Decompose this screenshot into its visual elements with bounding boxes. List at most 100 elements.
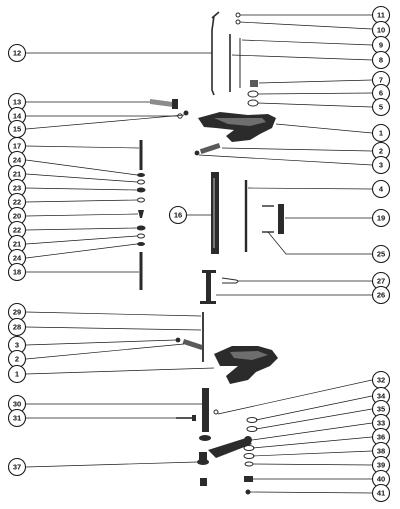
callout-4: 4 [371,179,391,199]
stack-22-top [137,197,145,203]
callout-8: 8 [371,50,391,70]
svg-text:33: 33 [377,419,385,428]
spool-bottom-flange [200,301,216,304]
callout-15: 15 [7,119,27,139]
callout-16: 16 [168,205,188,225]
svg-text:1: 1 [379,129,383,138]
svg-text:15: 15 [13,125,21,134]
svg-text:40: 40 [377,475,385,484]
callout-13: 13 [7,92,27,112]
svg-text:21: 21 [13,170,21,179]
cotter-pin-27 [221,277,239,284]
washer-39 [244,461,254,467]
svg-text:1: 1 [15,370,19,379]
stack-21-top [137,179,145,185]
svg-text:13: 13 [13,98,21,107]
long-hook-rod [211,11,220,96]
svg-text:16: 16 [174,211,182,220]
svg-text:20: 20 [13,212,21,221]
svg-text:30: 30 [13,400,21,409]
svg-text:21: 21 [13,240,21,249]
callout-24-lower: 24 [7,248,27,268]
svg-text:29: 29 [13,308,21,317]
svg-text:22: 22 [13,226,21,235]
bushing-37-body [199,452,207,464]
callout-28: 28 [7,317,27,337]
svg-text:27: 27 [377,277,385,286]
svg-text:4: 4 [379,185,384,194]
stack-23 [136,187,146,193]
svg-text:36: 36 [377,433,385,442]
washer-14 [177,113,183,119]
svg-text:2: 2 [379,147,383,156]
shaft-30 [202,388,209,432]
spring-19 [278,204,284,234]
callout-7: 7 [371,70,391,90]
main-shaft-16-highlight [213,178,215,248]
svg-text:24: 24 [13,156,22,165]
callout-5: 5 [371,97,391,117]
svg-text:18: 18 [13,268,21,277]
arm-33-eye [244,436,252,444]
pin-3-lower [175,337,181,343]
part-32 [213,409,219,415]
svg-text:28: 28 [13,323,21,332]
stack-21-low [137,233,145,239]
callout-21-lower: 21 [7,234,27,254]
svg-text:2: 2 [15,355,19,364]
stack-24-top [137,173,145,177]
svg-text:17: 17 [13,142,21,151]
bracket-1-lower-highlight [230,351,268,360]
washer-35 [246,426,258,432]
svg-text:10: 10 [377,26,385,35]
svg-text:9: 9 [379,41,383,50]
svg-text:23: 23 [13,184,21,193]
callout-40: 40 [371,469,391,489]
svg-text:5: 5 [379,103,383,112]
bushing-top [199,435,211,441]
lower-bolt [200,478,207,486]
svg-text:7: 7 [379,76,383,85]
stack-22-low [136,225,146,231]
callout-11: 11 [371,5,391,25]
callout-25: 25 [371,244,391,264]
bolt-13-head [172,99,178,109]
svg-text:22: 22 [13,198,21,207]
callout-1-upper: 1 [371,123,391,143]
callout-33: 33 [371,413,391,433]
bracket-1-upper-highlight [214,118,266,126]
callout-17: 17 [7,136,27,156]
svg-text:41: 41 [377,489,385,498]
svg-text:26: 26 [377,291,385,300]
arm-33 [208,438,252,458]
svg-text:39: 39 [377,461,385,470]
callout-18: 18 [7,262,27,282]
stack-24-low [137,242,145,246]
washer-6 [247,90,259,98]
svg-text:25: 25 [377,250,385,259]
svg-text:34: 34 [377,392,386,401]
callout-26: 26 [371,285,391,305]
nut-40 [244,476,253,482]
spool-core [206,273,211,301]
callout-32: 32 [371,370,391,390]
callout-35: 35 [371,399,391,419]
nut-7 [250,80,258,87]
pin-2-upper [199,143,221,154]
washer-5 [247,99,259,107]
pin-2-lower [182,339,204,350]
callout-41: 41 [371,483,391,503]
svg-text:8: 8 [379,56,383,65]
callout-31: 31 [7,408,27,428]
bracket-1-upper [198,112,276,142]
svg-text:38: 38 [377,447,385,456]
svg-text:3: 3 [379,161,383,170]
svg-text:24: 24 [13,254,22,263]
callout-3-upper: 3 [371,155,391,175]
callout-12: 12 [7,43,27,63]
svg-text:3: 3 [15,341,19,350]
svg-text:11: 11 [377,11,385,20]
svg-text:35: 35 [377,405,385,414]
washer-34 [246,417,258,423]
